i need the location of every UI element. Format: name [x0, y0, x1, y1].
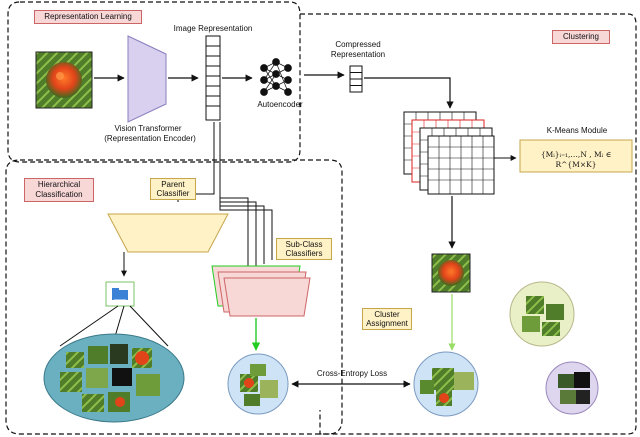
region-representation-learning [7, 1, 301, 163]
kmeans-module-label: K-Means Module [546, 126, 608, 135]
representation-encoder-label: (Representation Encoder) [104, 134, 196, 143]
subclass-classifier-stack [211, 265, 311, 317]
kmeans-grid-stack [403, 111, 495, 195]
hierarchical-classification-label: Hierarchical Classification [24, 178, 94, 202]
parent-classifier-shape [107, 213, 229, 253]
region-clustering [300, 13, 637, 435]
representation-learning-label: Representation Learning [34, 10, 142, 24]
region-hierarchical-classification [5, 159, 343, 435]
cluster-assignment-label: Cluster Assignment [362, 308, 412, 330]
folder-icon [105, 281, 135, 307]
vision-transformer-label: Vision Transformer [114, 124, 182, 133]
neural-network-icon [260, 58, 292, 96]
kmeans-formula-box [519, 139, 633, 173]
image-representation-label: Image Representation [173, 24, 253, 33]
cluster-circle-olive [509, 281, 575, 347]
input-flower-image [35, 51, 93, 109]
compressed-representation-label: Compressed Representation [330, 40, 386, 59]
cluster-circle-purple [545, 361, 599, 415]
vision-transformer-shape [127, 35, 167, 123]
compressed-representation-vector [349, 65, 363, 93]
kmeans-formula: {Mᵢ}ᵢ₌₁,…,N , Mᵢ ∈ R^{M×K} [540, 150, 612, 169]
parent-classifier-label: Parent Classifier [150, 178, 196, 200]
autoencoder-label: Autoencoder [257, 100, 303, 109]
image-representation-vector [205, 35, 221, 121]
class-image-group [43, 333, 185, 423]
clustering-label: Clustering [552, 30, 610, 44]
cluster-representative-image [431, 253, 471, 293]
subclass-prediction-circle [227, 353, 289, 415]
cluster-assignment-circle [413, 351, 479, 417]
subclass-classifiers-label: Sub-Class Classifiers [276, 238, 332, 260]
cross-entropy-loss-label: Cross-Entropy Loss [316, 369, 388, 378]
